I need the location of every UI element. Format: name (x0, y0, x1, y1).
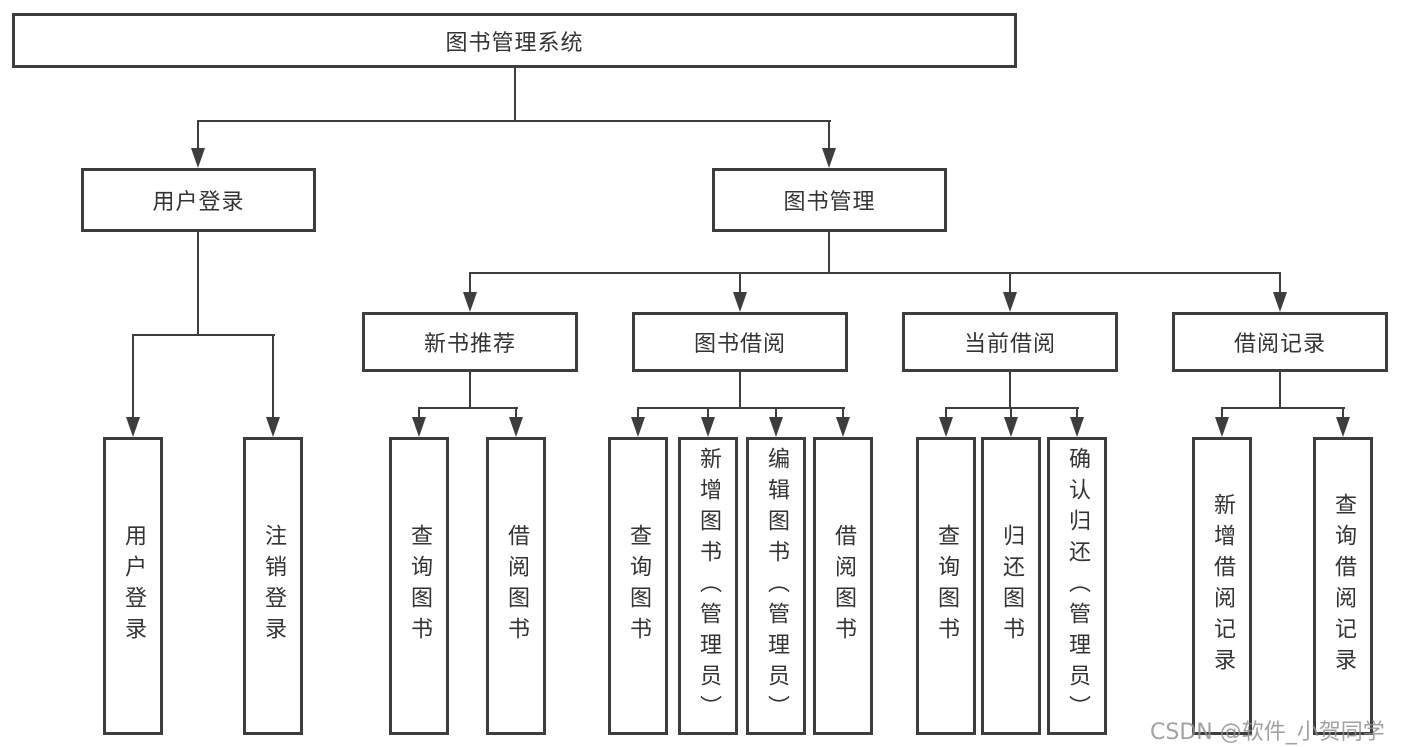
leaf-return-books: 归还图书 (981, 437, 1041, 735)
arrow-down-icon (266, 417, 280, 437)
leaf-add-books-admin: 新增图书（管理员） (678, 437, 738, 735)
arrow-down-icon (939, 417, 953, 437)
connector-line (1076, 407, 1078, 419)
connector-line (469, 372, 471, 409)
connector-line (739, 272, 741, 294)
connector-line (132, 334, 275, 336)
node-new-book-recommend: 新书推荐 (362, 312, 578, 372)
csdn-watermark: CSDN @软件_小贺同学 (1150, 720, 1385, 745)
connector-line (945, 407, 947, 419)
arrow-down-icon (1003, 292, 1017, 312)
connector-line (707, 407, 709, 419)
arrow-down-icon (1336, 417, 1350, 437)
node-book-borrow: 图书借阅 (632, 312, 848, 372)
connector-line (1009, 272, 1011, 294)
leaf-logout: 注销登录 (243, 437, 303, 735)
connector-line (418, 407, 420, 419)
leaf-edit-books-admin: 编辑图书（管理员） (746, 437, 806, 735)
node-book-management: 图书管理 (712, 168, 947, 232)
connector-line (469, 272, 471, 294)
arrow-down-icon (463, 292, 477, 312)
connector-line (469, 272, 1281, 274)
connector-line (272, 334, 274, 418)
leaf-query-books-borrow: 查询图书 (608, 437, 668, 735)
arrow-down-icon (836, 417, 850, 437)
connector-line (637, 407, 845, 409)
connector-line (842, 407, 844, 419)
arrow-down-icon (733, 292, 747, 312)
connector-line (1009, 372, 1011, 409)
connector-line (197, 120, 831, 122)
connector-line (197, 120, 199, 150)
leaf-query-borrow-record: 查询借阅记录 (1313, 437, 1373, 735)
arrow-down-icon (822, 148, 836, 168)
leaf-query-books-recommend: 查询图书 (389, 437, 449, 735)
arrow-down-icon (631, 417, 645, 437)
arrow-down-icon (191, 148, 205, 168)
connector-line (637, 407, 639, 419)
connector-line (1279, 372, 1281, 409)
arrow-down-icon (1215, 417, 1229, 437)
leaf-user-login: 用户登录 (103, 437, 163, 735)
leaf-borrow-books-recommend: 借阅图书 (486, 437, 546, 735)
connector-line (1221, 407, 1345, 409)
node-user-login: 用户登录 (81, 168, 316, 232)
arrow-down-icon (509, 417, 523, 437)
arrow-down-icon (412, 417, 426, 437)
connector-line (1221, 407, 1223, 419)
connector-line (1342, 407, 1344, 419)
connector-line (1279, 272, 1281, 294)
arrow-down-icon (1070, 417, 1084, 437)
leaf-query-books-current: 查询图书 (916, 437, 976, 735)
connector-line (945, 407, 1079, 409)
arrow-down-icon (1004, 417, 1018, 437)
node-library-system: 图书管理系统 (12, 13, 1017, 68)
connector-line (1010, 407, 1012, 419)
leaf-confirm-return-admin: 确认归还（管理员） (1047, 437, 1107, 735)
connector-line (418, 407, 518, 409)
connector-line (132, 334, 134, 418)
connector-line (197, 232, 199, 336)
arrow-down-icon (701, 417, 715, 437)
node-borrow-records: 借阅记录 (1172, 312, 1388, 372)
connector-line (775, 407, 777, 419)
connector-line (514, 67, 516, 122)
node-current-borrow: 当前借阅 (902, 312, 1118, 372)
arrow-down-icon (126, 417, 140, 437)
leaf-borrow-books: 借阅图书 (813, 437, 873, 735)
connector-line (828, 120, 830, 150)
arrow-down-icon (1273, 292, 1287, 312)
connector-line (828, 232, 830, 274)
arrow-down-icon (769, 417, 783, 437)
connector-line (739, 372, 741, 409)
connector-line (515, 407, 517, 419)
leaf-add-borrow-record: 新增借阅记录 (1192, 437, 1252, 735)
